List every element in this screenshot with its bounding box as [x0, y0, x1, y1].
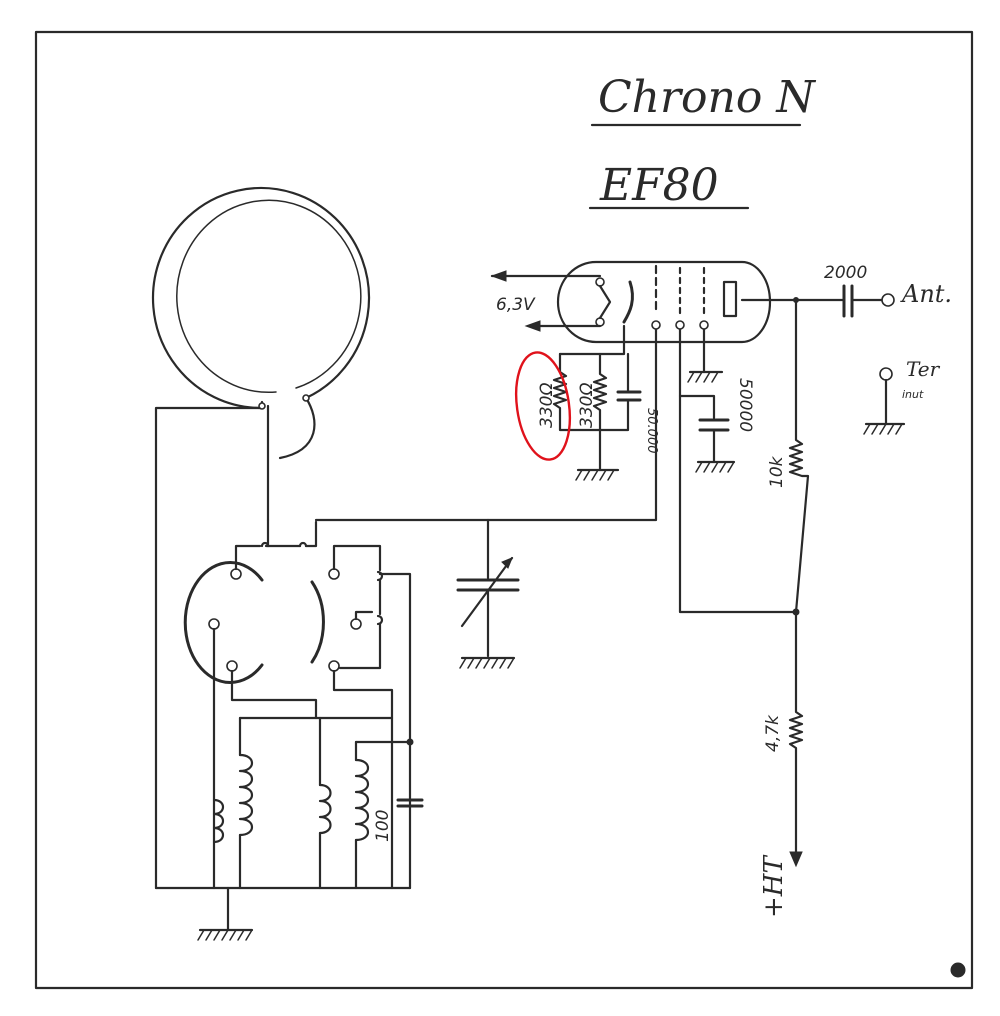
anode-cap-label: 2000	[824, 263, 867, 283]
corner-mark	[950, 962, 966, 978]
earth-label: Ter	[906, 357, 941, 381]
heater-voltage-label: 6,3V	[496, 295, 536, 315]
screen-cap-label: 50000	[735, 378, 755, 432]
hv-label: +HT	[759, 855, 789, 918]
cathode-resistor-label: 330Ω	[537, 383, 557, 428]
title-block: Chrono N EF80	[588, 72, 816, 211]
loop-antenna	[151, 186, 371, 890]
cathode-network: 330Ω 330Ω 50.000	[537, 324, 659, 481]
tuning-capacitor	[314, 328, 658, 669]
ground-bus	[154, 886, 412, 941]
screen-network: 50000	[678, 328, 798, 614]
supply-resistor-label: 4,7k	[763, 714, 783, 752]
wave-switch	[183, 518, 412, 890]
ef80-tube: 6,3V	[490, 260, 798, 344]
cathode-resistor-label-2: 330Ω	[577, 383, 597, 428]
earth-note-label: inut	[902, 388, 924, 401]
coil-marker-label: 100	[373, 810, 393, 842]
cathode-cap-label: 50.000	[644, 408, 659, 454]
coil-set: 100	[212, 716, 424, 890]
page-border	[34, 30, 974, 990]
anode-supply: 10k 4,7k +HT	[759, 297, 810, 918]
anode-resistor-label: 10k	[767, 455, 787, 488]
highlight-circle	[514, 351, 572, 461]
antenna-label: Ant.	[900, 280, 952, 308]
output-terminals: 2000 Ant. Ter inut	[794, 263, 952, 435]
title-line-2: EF80	[599, 160, 719, 211]
title-line-1: Chrono N	[598, 72, 816, 123]
